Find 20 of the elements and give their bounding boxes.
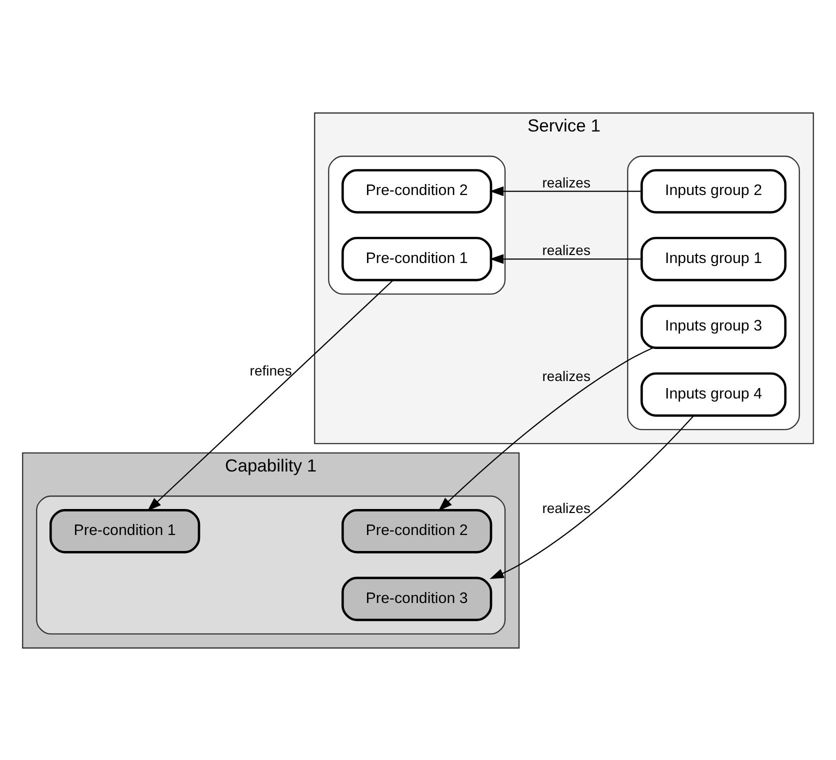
edge-label: realizes — [542, 174, 590, 190]
cluster — [627, 155, 800, 430]
arrow — [438, 346, 654, 511]
arrow — [147, 279, 394, 511]
arrow — [490, 186, 642, 196]
node-box: Pre-condition 2 — [342, 168, 492, 213]
node-box: Pre-condition 3 — [342, 576, 492, 621]
node-box: Pre-condition 2 — [342, 508, 492, 553]
edge-label: refines — [250, 362, 292, 378]
node-box: Pre-condition 1 — [49, 508, 200, 553]
edge-label: realizes — [542, 368, 590, 384]
arrow — [490, 254, 642, 264]
node-box: Inputs group 4 — [640, 372, 787, 416]
node-box: Inputs group 3 — [640, 304, 787, 348]
node-box: Inputs group 2 — [640, 168, 787, 213]
node-box: Pre-condition 1 — [342, 236, 492, 281]
arrow — [490, 415, 694, 578]
edge-label: realizes — [542, 242, 590, 258]
node-box: Inputs group 1 — [640, 236, 787, 281]
edge-label: realizes — [542, 500, 590, 516]
